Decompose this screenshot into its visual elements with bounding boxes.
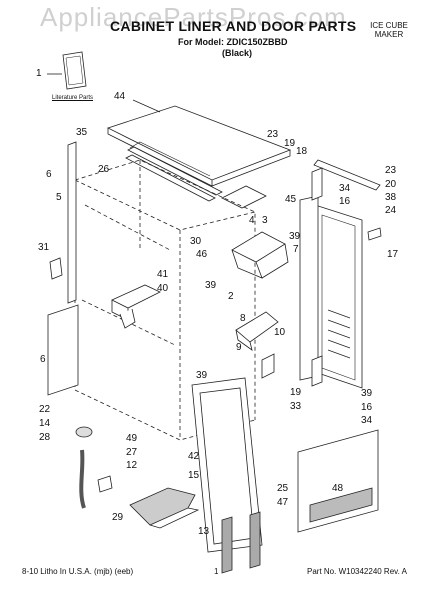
kickplate-right — [249, 511, 261, 569]
callout-49: 49 — [126, 433, 138, 444]
callout-12: 12 — [126, 460, 138, 471]
ice-chute-assembly — [231, 231, 289, 279]
insulation-pad — [221, 185, 267, 209]
callout-41: 41 — [157, 269, 169, 280]
callout-39: 39 — [205, 280, 217, 291]
side-trim-strip — [67, 141, 77, 304]
callout-20: 20 — [385, 179, 397, 190]
callout-14: 14 — [39, 418, 51, 429]
model-color: (Black) — [222, 48, 253, 58]
callout-48: 48 — [332, 483, 344, 494]
watermark: AppliancePartsPros.com — [40, 2, 347, 32]
callout-26: 26 — [98, 164, 110, 175]
callout-9: 9 — [236, 342, 242, 353]
footer-page-number: 1 — [214, 567, 219, 576]
door-inner-panel — [314, 204, 363, 389]
callout-39-lower: 39 — [196, 370, 208, 381]
callout-4: 4 — [249, 215, 255, 226]
callout-13: 13 — [198, 526, 210, 537]
literature-parts-booklet — [47, 51, 87, 90]
literature-parts-label: Literature Parts — [52, 95, 94, 101]
callout-8: 8 — [240, 313, 246, 324]
leveling-leg-bracket — [97, 475, 113, 493]
callout-47: 47 — [277, 497, 289, 508]
door-top-trim — [313, 159, 381, 191]
callout-17: 17 — [387, 249, 399, 260]
callout-42: 42 — [188, 451, 200, 462]
callout-10: 10 — [274, 327, 286, 338]
callout-16: 16 — [339, 196, 351, 207]
upper-hinge-bracket — [311, 167, 323, 201]
model-number: For Model: ZDIC150ZBBD — [178, 37, 288, 47]
door-outer-frame — [299, 195, 319, 381]
callout-25: 25 — [277, 483, 289, 494]
callout-39-right: 39 — [361, 388, 373, 399]
callout-33: 33 — [290, 401, 302, 412]
callout-30: 30 — [190, 236, 202, 247]
callout-46: 46 — [196, 249, 208, 260]
lower-side-panel — [47, 304, 79, 396]
callout-44: 44 — [114, 91, 126, 102]
callout-34-lower: 34 — [361, 415, 373, 426]
callout-35: 35 — [76, 127, 88, 138]
drain-tube — [79, 449, 86, 509]
callout-22: 22 — [39, 404, 51, 415]
callout-18: 18 — [296, 146, 308, 157]
door-clip — [367, 227, 382, 241]
kickplate-left — [221, 516, 233, 574]
callout-5: 5 — [56, 192, 62, 203]
diagram-title: CABINET LINER AND DOOR PARTS — [110, 18, 357, 34]
toe-grille — [297, 429, 379, 533]
callout-6: 6 — [46, 169, 52, 180]
evaporator-bracket — [235, 311, 279, 351]
top-rails — [125, 146, 223, 202]
footer-part-number: Part No. W10342240 Rev. A — [307, 567, 407, 576]
callout-16-lower: 16 — [361, 402, 373, 413]
callout-23-right: 23 — [385, 165, 397, 176]
callout-3: 3 — [262, 215, 268, 226]
callout-2: 2 — [228, 291, 234, 302]
callout-40: 40 — [157, 283, 169, 294]
callout-31: 31 — [38, 242, 50, 253]
lower-hinge-block — [261, 353, 275, 379]
callout-28: 28 — [39, 432, 51, 443]
callout-15: 15 — [188, 470, 200, 481]
callout-19-lower: 19 — [290, 387, 302, 398]
callout-24: 24 — [385, 205, 397, 216]
callout-6-lower: 6 — [40, 354, 46, 365]
callout-38: 38 — [385, 192, 397, 203]
callout-39-door: 39 — [289, 231, 301, 242]
cabinet-top-panel — [106, 99, 292, 187]
callout-23: 23 — [267, 129, 279, 140]
callout-29: 29 — [112, 512, 124, 523]
drain-cap — [75, 426, 93, 438]
ice-bin-divider — [111, 284, 161, 329]
drain-bracket — [49, 257, 63, 280]
footer-print-info: 8-10 Litho In U.S.A. (mjb) (eeb) — [22, 567, 134, 576]
callout-7: 7 — [293, 244, 299, 255]
callout-19: 19 — [284, 138, 296, 149]
callout-34: 34 — [339, 183, 351, 194]
callout-45: 45 — [285, 194, 297, 205]
callout-1: 1 — [36, 68, 42, 79]
callout-27: 27 — [126, 447, 138, 458]
ice-scoop — [129, 487, 200, 529]
bottom-hinge-bracket — [311, 355, 323, 387]
product-type: ICE CUBE MAKER — [370, 21, 408, 39]
